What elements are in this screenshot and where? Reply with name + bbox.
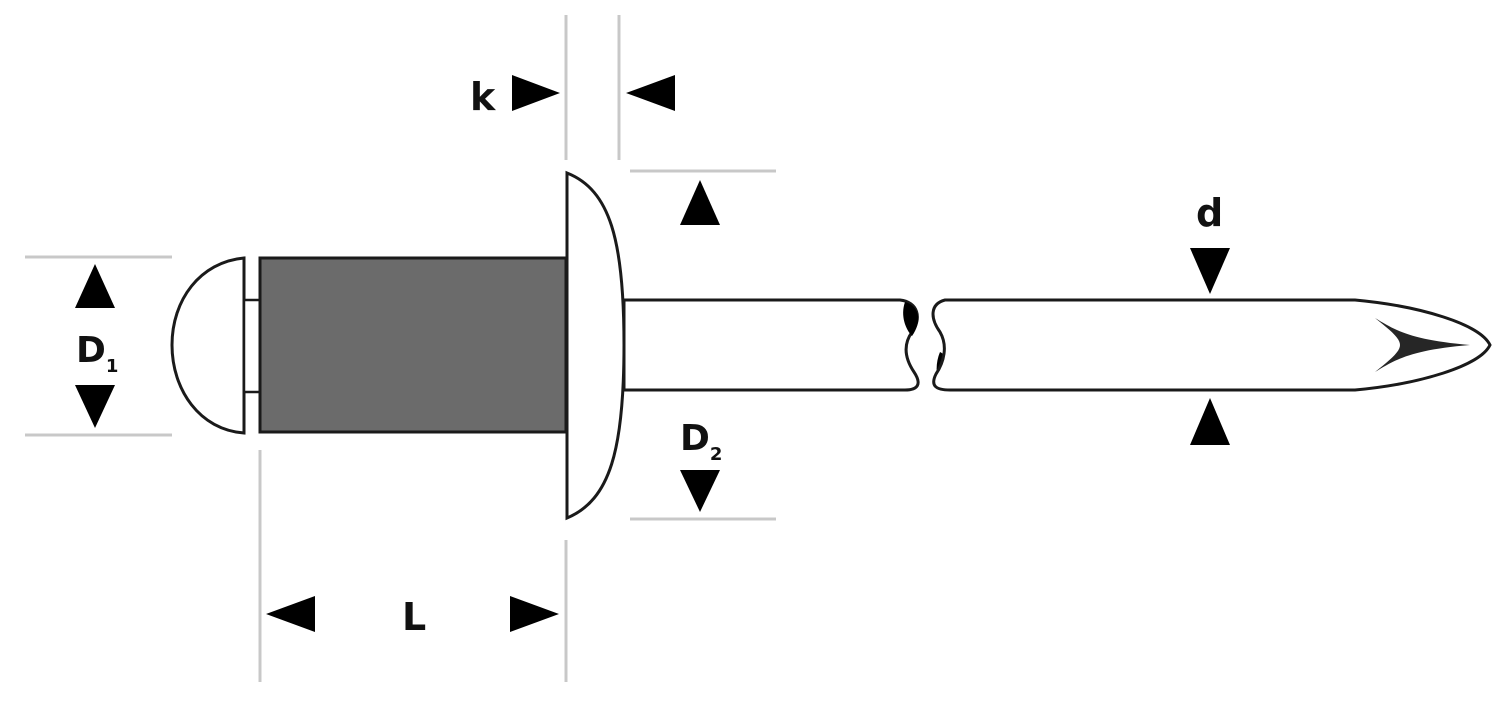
extension-lines bbox=[25, 15, 776, 682]
dimension-labels: k d D1 D2 L bbox=[76, 75, 1223, 639]
mandrel-head bbox=[170, 256, 246, 435]
d-arrow-bottom bbox=[1190, 398, 1230, 445]
label-d2-main: D bbox=[680, 418, 710, 459]
d1-arrow-bottom bbox=[75, 385, 115, 428]
d2-arrow-bottom bbox=[680, 470, 720, 512]
label-d1-main: D bbox=[76, 330, 106, 371]
k-arrow-right bbox=[626, 75, 675, 111]
d2-arrow-top bbox=[680, 180, 720, 225]
mandrel-stem-right bbox=[931, 298, 1492, 392]
label-k: k bbox=[470, 75, 496, 119]
label-d1-sub: 1 bbox=[106, 356, 119, 377]
label-d2-sub: 2 bbox=[710, 444, 723, 465]
d1-arrow-top bbox=[75, 264, 115, 308]
rivet-sleeve bbox=[258, 256, 568, 434]
rivet bbox=[170, 170, 1492, 521]
mandrel-tip-mark bbox=[1375, 318, 1470, 372]
label-l: L bbox=[402, 595, 426, 639]
k-arrow-left bbox=[512, 75, 560, 111]
label-d2: D2 bbox=[680, 418, 722, 465]
break-mark-upper bbox=[903, 302, 919, 336]
mandrel-neck bbox=[242, 298, 262, 394]
label-d: d bbox=[1196, 191, 1223, 235]
d-arrow-top bbox=[1190, 248, 1230, 294]
mandrel-stem-left bbox=[622, 298, 920, 392]
label-d1: D1 bbox=[76, 330, 118, 377]
dimension-arrows bbox=[75, 75, 1230, 632]
l-arrow-left bbox=[266, 596, 315, 632]
rivet-flange-head bbox=[565, 170, 626, 521]
l-arrow-right bbox=[510, 596, 559, 632]
